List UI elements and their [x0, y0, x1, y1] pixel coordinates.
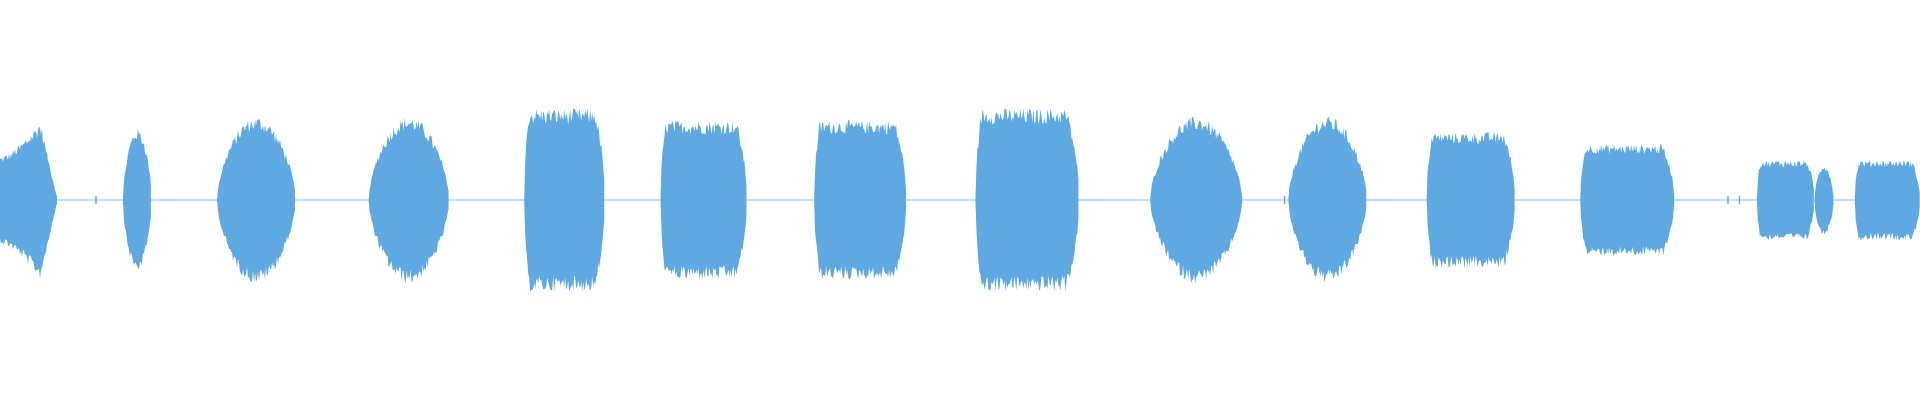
waveform-segment [217, 118, 295, 283]
waveform-segments [0, 108, 1920, 292]
waveform-segment [1756, 160, 1814, 240]
waveform-segment [975, 108, 1079, 292]
waveform-segment [368, 117, 449, 284]
waveform-segment [0, 126, 57, 279]
waveform-segment [1854, 160, 1920, 240]
waveform-ticks [95, 196, 1741, 204]
waveform-segment [660, 120, 747, 280]
waveform-segment [122, 128, 151, 270]
waveform-segment [1580, 144, 1675, 256]
waveform-segment [1288, 116, 1367, 283]
waveform-segment [814, 120, 907, 280]
waveform-segment [1426, 132, 1515, 268]
waveform-segment [1814, 168, 1834, 235]
waveform-segment [1150, 116, 1243, 284]
waveform-segment [524, 108, 605, 292]
